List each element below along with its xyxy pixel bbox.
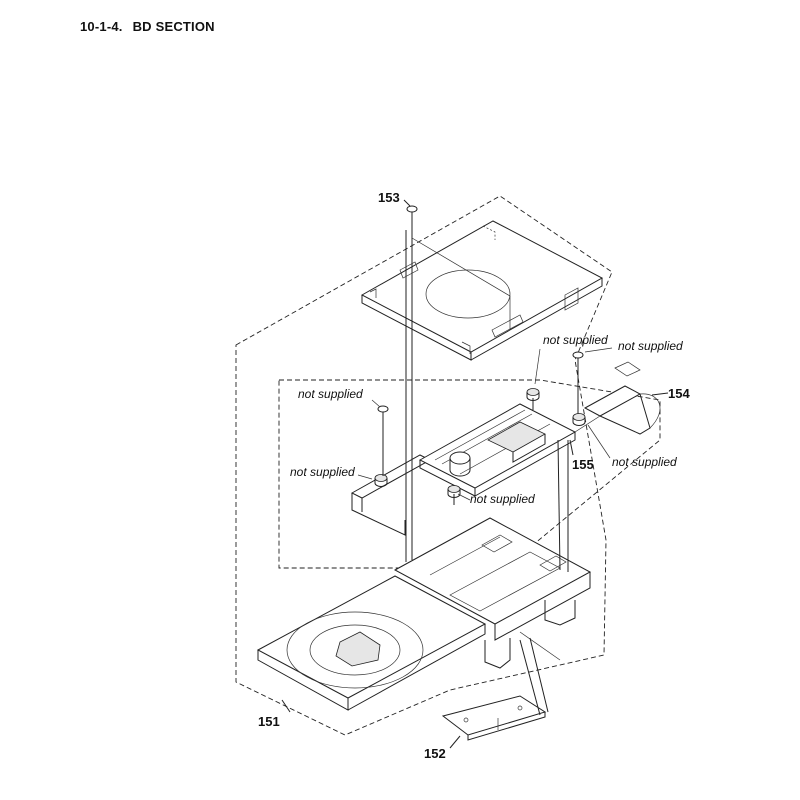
page-title: 10-1-4. BD SECTION bbox=[80, 19, 215, 34]
top-cover bbox=[360, 220, 604, 361]
loader-assembly bbox=[256, 517, 592, 711]
assembly-boundary-outer bbox=[235, 195, 613, 736]
callout-151: 151 bbox=[258, 714, 280, 729]
guide-lines bbox=[382, 224, 579, 716]
assembly-boundary-inner bbox=[278, 379, 661, 569]
note-not-supplied-damper-bottom: not supplied bbox=[470, 492, 535, 506]
note-not-supplied-damper-top: not supplied bbox=[543, 333, 608, 347]
damper-right bbox=[572, 413, 586, 426]
note-not-supplied-damper-left: not supplied bbox=[290, 465, 355, 479]
note-not-supplied-damper-right: not supplied bbox=[612, 455, 677, 469]
damper-left bbox=[374, 474, 388, 487]
note-not-supplied-screw-left: not supplied bbox=[298, 387, 363, 401]
section-number: 10-1-4. bbox=[80, 19, 123, 34]
screw-right bbox=[572, 351, 584, 372]
callout-153: 153 bbox=[378, 190, 400, 205]
note-not-supplied-screw-right: not supplied bbox=[618, 339, 683, 353]
callout-155: 155 bbox=[572, 457, 594, 472]
screw-left bbox=[377, 405, 389, 428]
board-bracket-152 bbox=[441, 695, 547, 741]
callout-152: 152 bbox=[424, 746, 446, 761]
leader-lines bbox=[281, 199, 669, 749]
drive-mechanism bbox=[350, 361, 661, 536]
section-title: BD SECTION bbox=[132, 19, 215, 34]
screw-153 bbox=[406, 205, 418, 224]
callout-154: 154 bbox=[668, 386, 690, 401]
damper-top bbox=[526, 388, 540, 401]
